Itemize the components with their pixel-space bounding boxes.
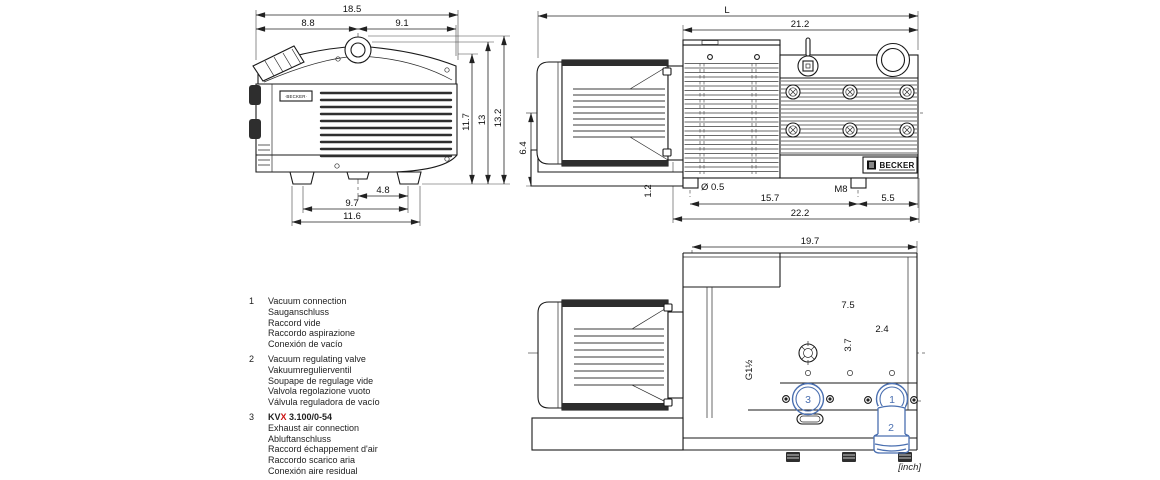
dim-axis-height: 6.4 <box>518 141 529 154</box>
dim-height-body: 11.7 <box>461 113 472 131</box>
side-pump-front-section <box>682 39 781 179</box>
callout-3-number: 3 <box>805 394 811 406</box>
model-suffix: 3.100/0-54 <box>286 411 333 422</box>
legend-item-3-number: 3 <box>249 411 255 422</box>
dim-foot-mid: 9.7 <box>345 198 358 209</box>
sensor-housing <box>797 37 819 77</box>
front-knob-upper <box>249 85 261 105</box>
rear-baseplate <box>531 417 684 451</box>
side-pump-rear-section: BECKER <box>779 37 919 179</box>
dim-width-right: 9.1 <box>395 18 408 29</box>
dim-total-width: 18.5 <box>343 4 362 15</box>
legend-item-2-number: 2 <box>249 353 255 364</box>
dim-rear-offset: 5.5 <box>881 193 894 204</box>
side-foot-front <box>682 177 699 189</box>
legend-line: Exhaust air connection <box>268 422 360 433</box>
dim-base-height: 1.2 <box>643 184 654 197</box>
exhaust-port-callout: 3 <box>791 382 825 416</box>
dim-width-left: 8.8 <box>301 18 314 29</box>
front-silencer-cap <box>252 45 305 82</box>
dim-height-mid: 13 <box>477 115 488 126</box>
dim-foot-outer: 11.6 <box>343 211 361 222</box>
dim-height-total: 13.2 <box>493 109 504 128</box>
dim-port-spacing: 7.5 <box>841 300 854 311</box>
legend-line: Válvula reguladora de vacío <box>268 397 380 408</box>
side-foot-rear <box>850 177 867 189</box>
legend-line: Vacuum connection <box>268 296 347 306</box>
legend-item-3: 3 KVX 3.100/0-54 Exhaust air connection … <box>249 412 419 477</box>
lifting-eye <box>344 36 372 64</box>
front-cooling-fins <box>319 91 453 158</box>
units-note: [inch] <box>897 462 921 473</box>
legend-item-1-lines: Vacuum connection Sauganschluss Raccord … <box>268 296 355 350</box>
dim-hole-diameter: Ø 0.5 <box>701 182 724 193</box>
rear-feet <box>786 452 912 462</box>
dim-port-thread: G1½ <box>744 360 755 381</box>
legend-line: Conexión de vacío <box>268 339 343 350</box>
legend-line: Abluftanschluss <box>268 433 332 444</box>
dim-edge-offset: 2.4 <box>875 324 888 335</box>
legend-item-2-lines: Vacuum regulating valve Vakuumregulierve… <box>268 354 380 408</box>
front-view: ·BECKER· 18.5 8.8 9.1 11.7 13 13.2 4.8 9… <box>249 4 510 226</box>
rear-view: 3 1 2 19.7 7.5 2.4 3.7 G1½ [inch] <box>528 236 928 473</box>
dim-base-length: 22.2 <box>791 208 810 219</box>
front-feet <box>289 171 422 185</box>
dim-foot-inner: 4.8 <box>376 185 389 196</box>
legend-line: Soupape de regulage vide <box>268 375 374 386</box>
side-motor <box>536 59 669 167</box>
legend-line: Vacuum regulating valve <box>268 353 366 364</box>
cover-screws <box>785 84 915 138</box>
regulating-valve-callout: 2 <box>873 405 910 454</box>
becker-logo: BECKER <box>862 156 918 174</box>
legend-line: Conexión aire residual <box>268 465 358 476</box>
dim-body-width: 19.7 <box>801 236 820 247</box>
rear-adapter <box>667 311 684 399</box>
front-brand-label: ·BECKER· <box>279 90 313 102</box>
legend-item-1: 1 Vacuum connection Sauganschluss Raccor… <box>249 296 419 350</box>
side-adapter <box>667 65 684 161</box>
legend-item-2: 2 Vacuum regulating valve Vakuumregulier… <box>249 354 419 408</box>
dim-foot-spacing: 15.7 <box>761 193 780 204</box>
callout-2-number: 2 <box>888 422 894 434</box>
legend-line: Raccord échappement d'air <box>268 444 378 455</box>
legend-line: Vakuumregulierventil <box>268 364 352 375</box>
front-knob-lower <box>249 119 261 139</box>
callout-1-number: 1 <box>889 394 895 406</box>
dim-port-offset: 3.7 <box>843 338 854 351</box>
model-prefix: KV <box>268 411 281 422</box>
model-highlight: X <box>280 411 287 422</box>
legend-model-number: KVX 3.100/0-54 <box>268 412 378 423</box>
legend-line: Raccordo aspirazione <box>268 328 356 339</box>
legend-item-3-lines: KVX 3.100/0-54 Exhaust air connection Ab… <box>268 412 378 477</box>
legend-line: Valvola regolazione vuoto <box>268 386 371 397</box>
legend-line: Raccord vide <box>268 317 321 328</box>
legend-item-1-number: 1 <box>249 296 255 306</box>
side-view: BECKER L 21.2 6.4 1.2 Ø 0.5 15.7 M8 5.5 … <box>518 5 926 223</box>
legend-line: Sauganschluss <box>268 306 330 317</box>
rear-motor <box>537 299 669 411</box>
oil-fill-cap <box>875 42 911 78</box>
legend-line: Raccordo scarico aria <box>268 455 356 466</box>
legend: 1 Vacuum connection Sauganschluss Raccor… <box>249 296 419 480</box>
port-screws <box>782 395 918 404</box>
dim-foot-thread: M8 <box>834 184 847 195</box>
dim-pump-length: 21.2 <box>791 19 810 30</box>
front-brand-text: ·BECKER· <box>285 94 308 99</box>
center-fitting <box>798 341 818 365</box>
becker-logo-text: BECKER <box>880 161 915 170</box>
dim-total-length: L <box>724 5 729 16</box>
